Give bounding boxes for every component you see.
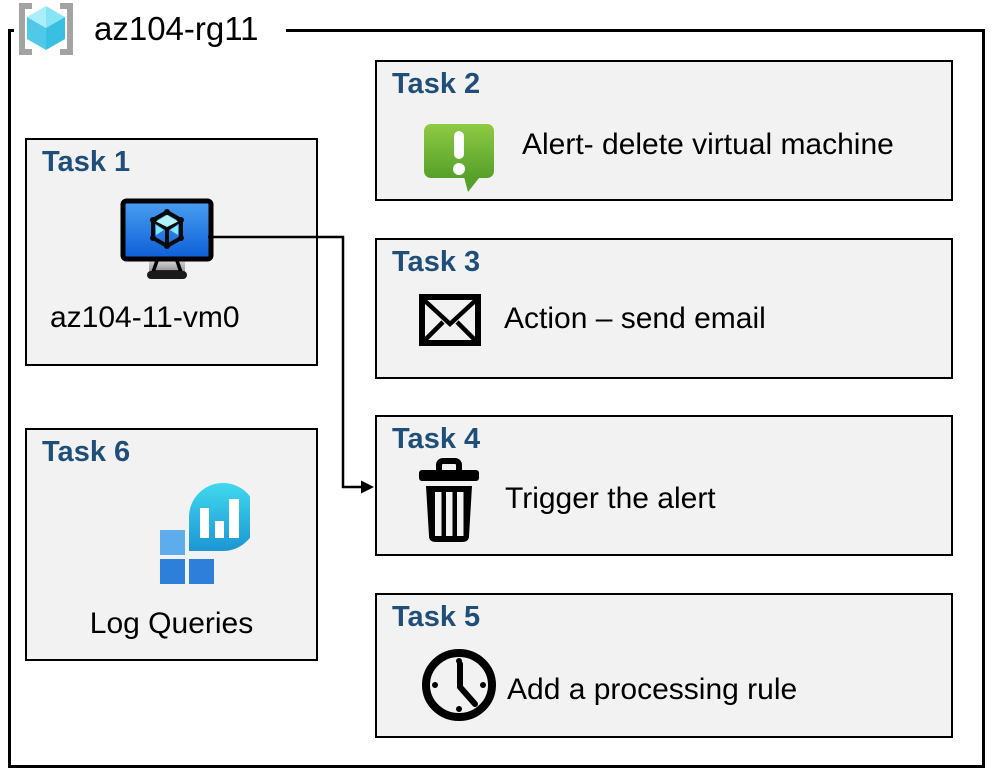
task4-label: Trigger the alert: [505, 482, 716, 515]
task3-box: Task 3 Action – send email: [375, 238, 953, 379]
task3-title: Task 3: [392, 246, 481, 278]
alert-message-icon: [424, 124, 494, 192]
task6-title: Task 6: [42, 436, 131, 468]
task4-title: Task 4: [392, 423, 481, 455]
task1-label: az104-11-vm0: [50, 301, 240, 334]
task5-label: Add a processing rule: [507, 673, 798, 706]
task1-box: Task 1 az104-11-vm0: [25, 138, 318, 366]
task1-title: Task 1: [42, 146, 131, 178]
task2-box: Task 2 Alert- delete virtual machine: [375, 60, 953, 201]
resource-group-header: az104-rg11: [14, 3, 286, 55]
task2-title: Task 2: [392, 68, 481, 100]
task3-label: Action – send email: [504, 302, 766, 335]
task6-label: Log Queries: [89, 607, 254, 640]
clock-icon: [422, 649, 496, 721]
trash-delete-icon: [419, 458, 479, 542]
resource-group-name: az104-rg11: [94, 10, 259, 47]
task4-box: Task 4 Trigger the alert: [375, 415, 953, 556]
task6-box: Task 6 Log Queries: [25, 428, 318, 661]
task2-label: Alert- delete virtual machine: [522, 128, 894, 161]
resource-group-icon: [19, 3, 73, 55]
virtual-machine-icon: [120, 198, 214, 279]
email-envelope-icon: [419, 294, 481, 346]
task5-title: Task 5: [392, 601, 481, 633]
task5-box: Task 5 Add a processing rule: [375, 593, 953, 738]
log-queries-icon: [160, 483, 250, 584]
